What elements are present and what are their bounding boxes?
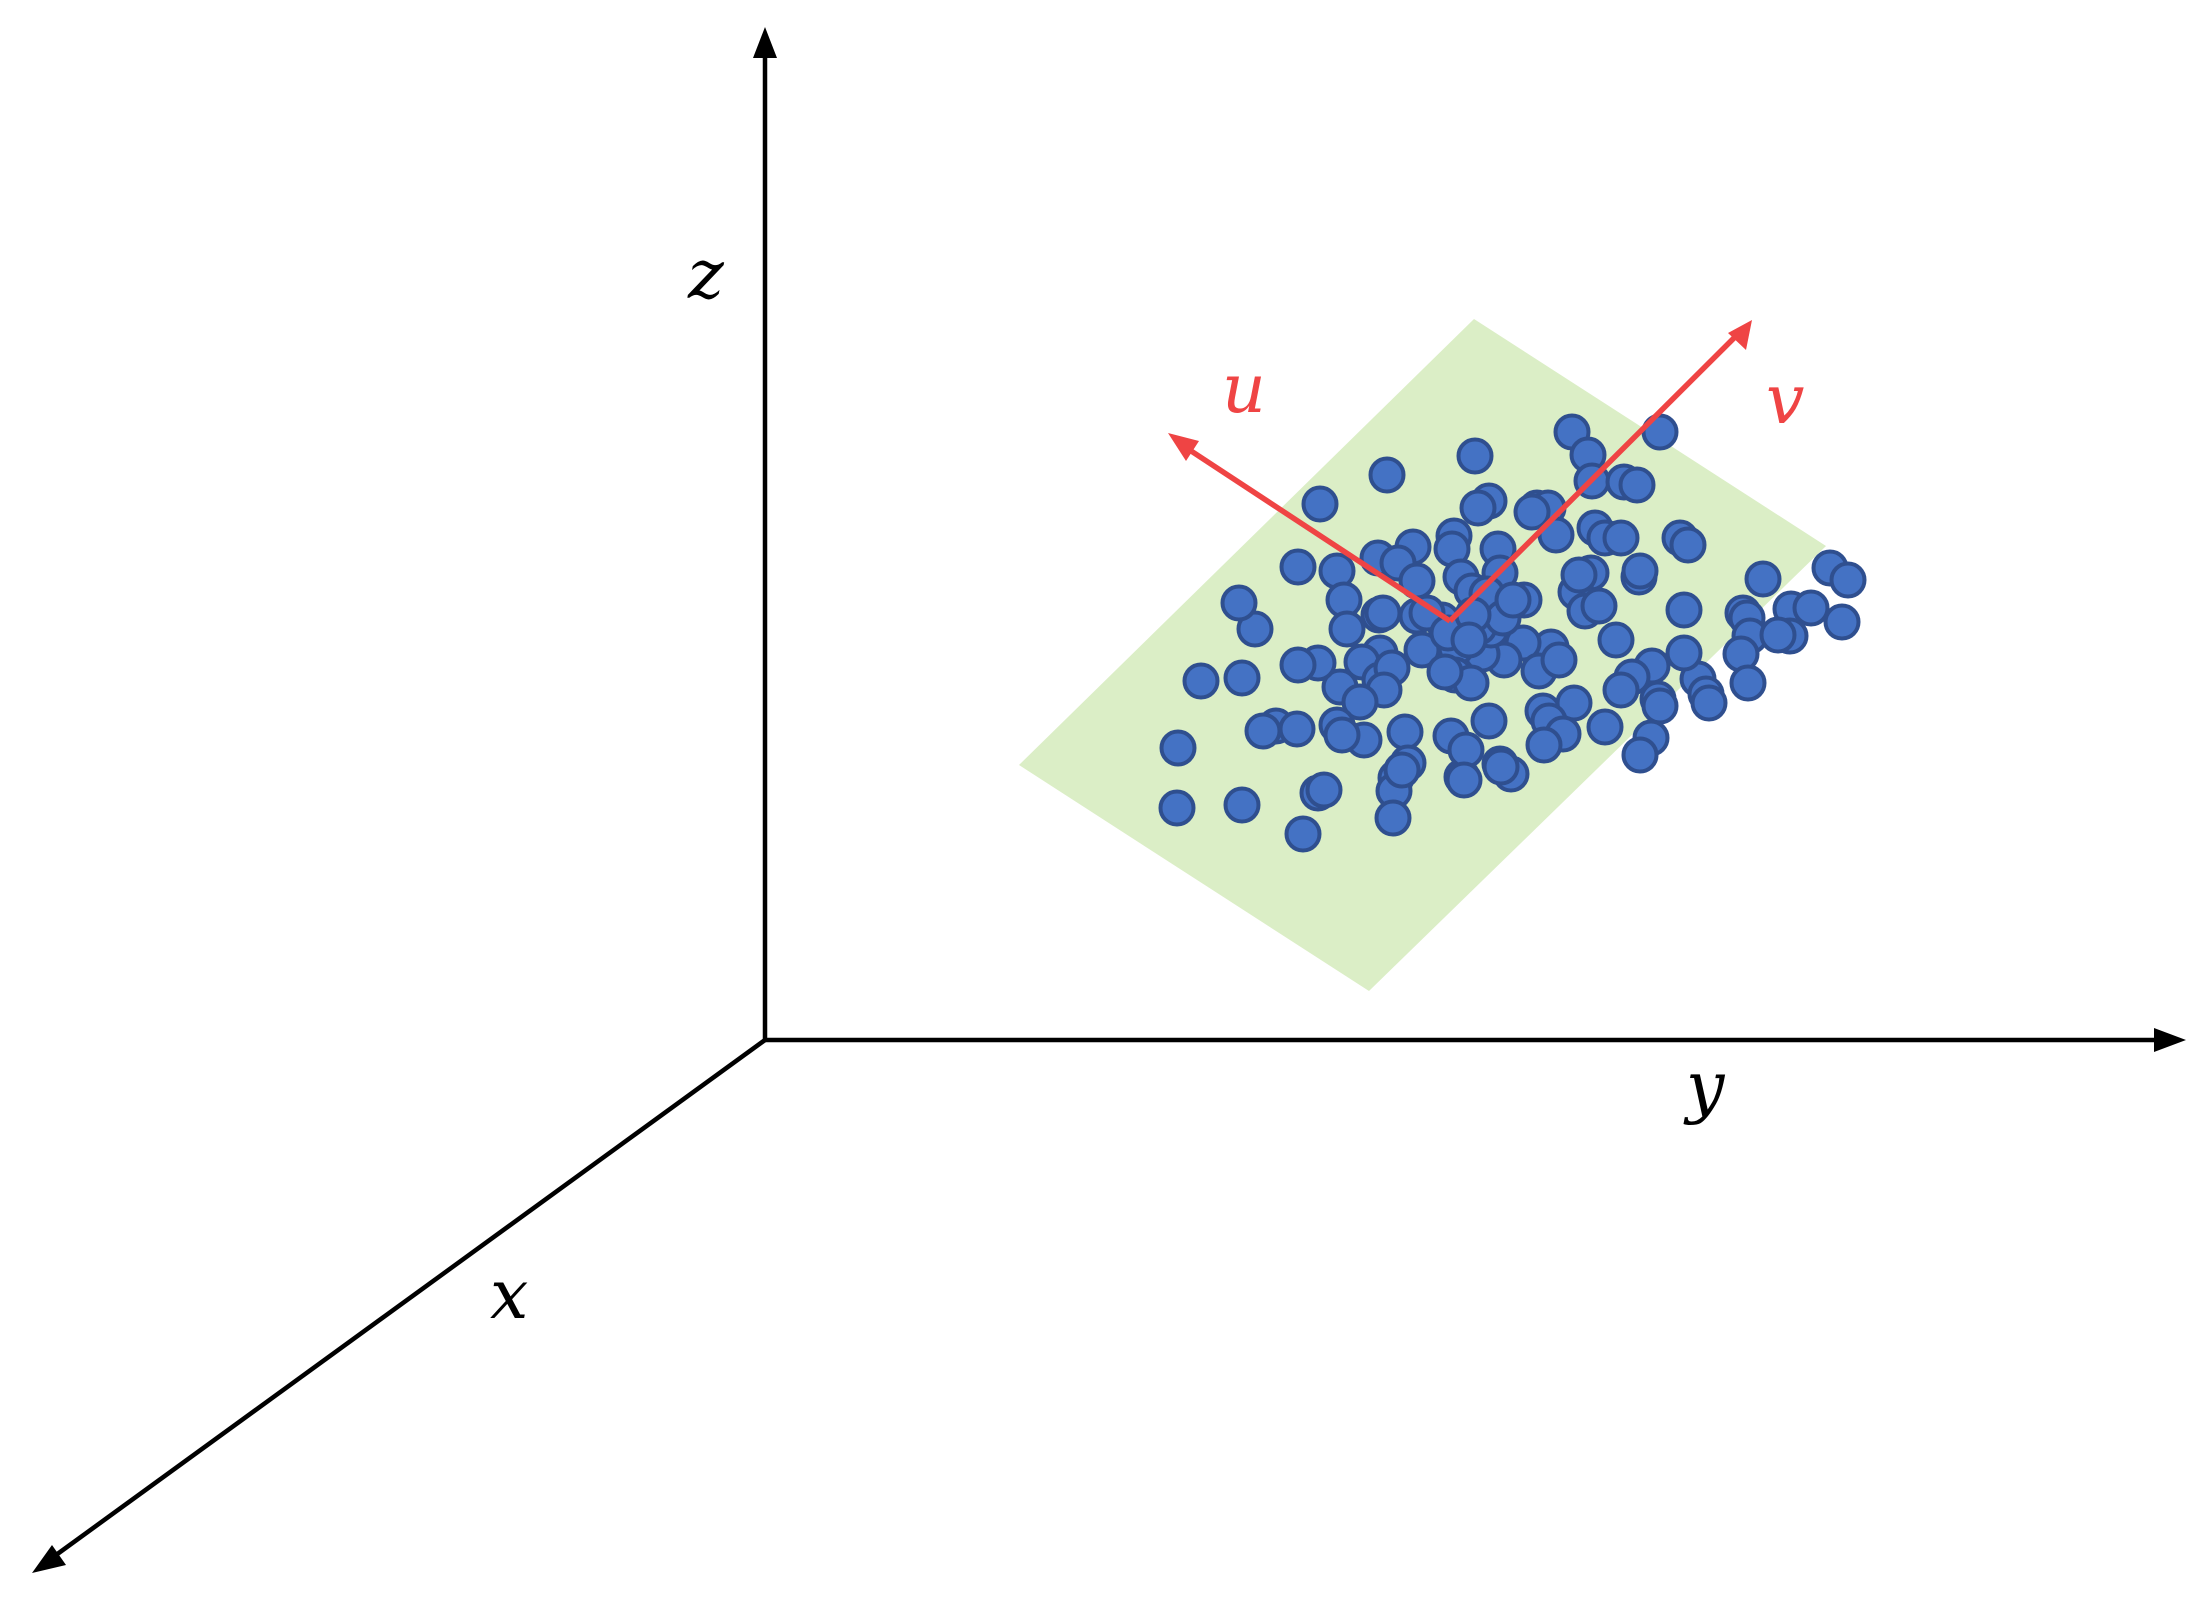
data-point bbox=[1494, 581, 1532, 619]
data-point bbox=[1759, 616, 1797, 654]
data-point bbox=[1341, 683, 1379, 721]
data-point bbox=[1323, 716, 1361, 754]
data-point bbox=[1621, 552, 1659, 590]
data-point bbox=[1368, 456, 1406, 494]
data-point bbox=[1513, 493, 1551, 531]
data-point bbox=[1602, 519, 1640, 557]
data-point bbox=[1374, 799, 1412, 837]
data-point bbox=[1729, 664, 1767, 702]
u-vector-label: u bbox=[1222, 350, 1266, 429]
u-vector-arrowhead bbox=[1168, 433, 1199, 461]
data-point bbox=[1540, 641, 1578, 679]
data-point bbox=[1665, 591, 1703, 629]
y-axis-label: y bbox=[1683, 1048, 1726, 1127]
data-point bbox=[1665, 634, 1703, 672]
axes bbox=[32, 27, 2186, 1573]
data-point bbox=[1823, 603, 1861, 641]
data-point bbox=[1279, 646, 1317, 684]
data-point bbox=[1602, 671, 1640, 709]
data-point bbox=[1159, 729, 1197, 767]
v-vector-label: v bbox=[1766, 361, 1804, 440]
data-point bbox=[1525, 726, 1563, 764]
v-vector-arrowhead bbox=[1728, 320, 1752, 350]
data-point bbox=[1244, 712, 1282, 750]
data-point bbox=[1456, 437, 1494, 475]
data-point bbox=[1383, 751, 1421, 789]
data-point bbox=[1220, 584, 1258, 622]
data-point bbox=[1597, 621, 1635, 659]
data-point bbox=[1482, 748, 1520, 786]
data-point bbox=[1447, 731, 1485, 769]
v-vector bbox=[1448, 330, 1742, 623]
data-point bbox=[1744, 560, 1782, 598]
data-point bbox=[1641, 687, 1679, 725]
y-axis-arrowhead bbox=[2154, 1028, 2186, 1052]
data-point bbox=[1278, 710, 1316, 748]
data-point bbox=[1236, 610, 1274, 648]
data-point bbox=[1328, 610, 1366, 648]
data-point bbox=[1459, 489, 1497, 527]
data-point bbox=[1829, 561, 1867, 599]
z-axis-label: z bbox=[687, 236, 725, 315]
x-axis bbox=[43, 1038, 767, 1565]
data-point bbox=[1445, 761, 1483, 799]
data-point bbox=[1618, 466, 1656, 504]
z-axis-arrowhead bbox=[753, 27, 777, 58]
data-point bbox=[1470, 702, 1508, 740]
x-axis-arrowhead bbox=[32, 1545, 66, 1573]
u-vector bbox=[1180, 442, 1452, 624]
data-point bbox=[1305, 771, 1343, 809]
data-point bbox=[1223, 786, 1261, 824]
principal-vectors bbox=[1168, 320, 1752, 624]
data-point bbox=[1158, 789, 1196, 827]
data-point bbox=[1403, 631, 1441, 669]
data-point bbox=[1450, 621, 1488, 659]
data-point bbox=[1586, 708, 1624, 746]
data-point bbox=[1792, 589, 1830, 627]
data-point bbox=[1426, 653, 1464, 691]
data-point bbox=[1669, 526, 1707, 564]
data-point bbox=[1301, 485, 1339, 523]
x-axis-label: x bbox=[490, 1256, 528, 1335]
data-point bbox=[1690, 684, 1728, 722]
data-point bbox=[1621, 736, 1659, 774]
data-point bbox=[1279, 548, 1317, 586]
data-point bbox=[1580, 587, 1618, 625]
data-point bbox=[1223, 659, 1261, 697]
data-point bbox=[1560, 556, 1598, 594]
data-point bbox=[1284, 815, 1322, 853]
data-point bbox=[1364, 594, 1402, 632]
data-point bbox=[1386, 713, 1424, 751]
data-point bbox=[1182, 662, 1220, 700]
